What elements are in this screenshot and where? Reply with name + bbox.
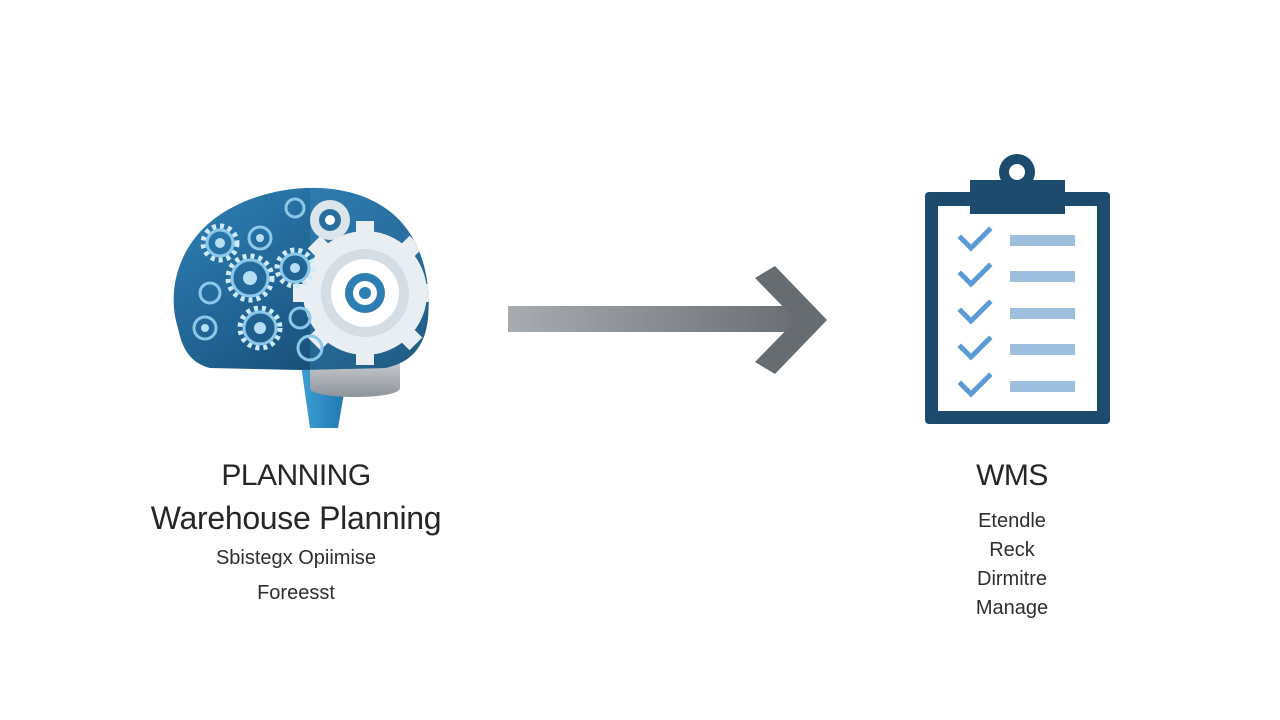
clipboard-checklist-icon: [915, 150, 1120, 435]
wms-heading: WMS: [976, 459, 1048, 492]
wms-item: Reck: [989, 539, 1035, 561]
wms-item: Manage: [975, 597, 1049, 619]
wms-item: Dirmitre: [977, 568, 1047, 590]
planning-subline-2: Foreesst: [257, 582, 335, 604]
wms-item: Etendle: [978, 510, 1046, 532]
right-arrow-icon: [500, 260, 840, 380]
planning-caption: PLANNING Warehouse Planning Sbistegx Opi…: [96, 458, 496, 608]
warehouse-planning-title: Warehouse Planning: [150, 500, 442, 536]
brain-gears-icon: [160, 178, 440, 438]
planning-heading: PLANNING: [221, 459, 371, 492]
wms-item-list: Etendle Reck Dirmitre Manage: [912, 507, 1112, 623]
planning-subline-1: Sbistegx Opiimise: [215, 547, 377, 569]
wms-caption: WMS Etendle Reck Dirmitre Manage: [912, 458, 1112, 623]
